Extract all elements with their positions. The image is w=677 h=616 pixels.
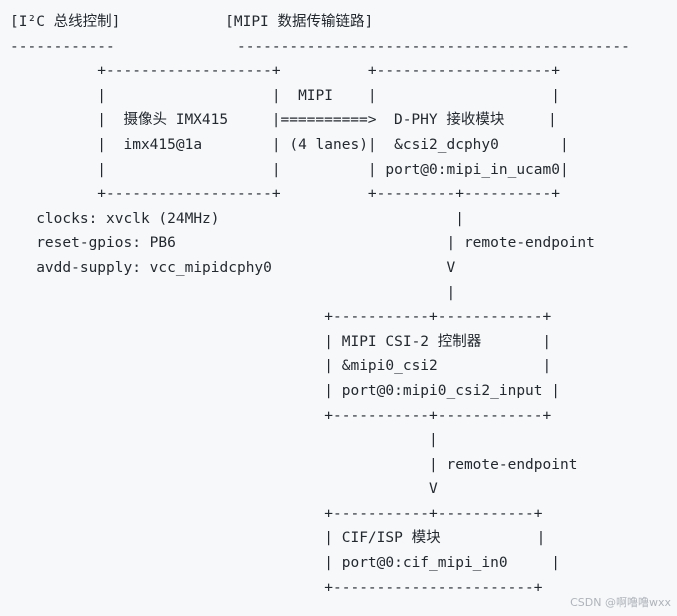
diagram-line-cif-title: | CIF/ISP 模块 | [10,530,546,547]
diagram-line-avdd-supply: avdd-supply: vcc_mipidcphy0 V [10,259,456,276]
diagram-line-camera-to-dphy: | 摄像头 IMX415 |==========> D-PHY 接收模块 | [10,112,557,129]
diagram-line-csi2-title: | MIPI CSI-2 控制器 | [10,333,552,350]
diagram-line-csi2-box-bottom: +-----------+------------+ [10,407,552,424]
diagram-line-cif-box-top: +-----------+-----------+ [10,505,543,522]
diagram-line-csi2-port: | port@0:mipi0_csi2_input | [10,382,560,399]
diagram-line-csi2-box-top: +-----------+------------+ [10,309,552,326]
diagram-line-clocks: clocks: xvclk (24MHz) | [10,210,464,227]
watermark: CSDN @啊噜噜wxx [570,596,671,609]
diagram-line-csi2-node: | &mipi0_csi2 | [10,358,552,375]
diagram-line-lanes: | imx415@1a | (4 lanes)| &csi2_dcphy0 | [10,136,569,153]
diagram-code-block: [I²C 总线控制] [MIPI 数据传输链路] ------------ ---… [10,10,630,600]
diagram-line-dphy-port: | | | port@0:mipi_in_ucam0| [10,161,569,178]
diagram-line-connector: | [10,432,438,449]
diagram-line-boxes-bottom: +-------------------+ +---------+-------… [10,186,560,203]
diagram-line-reset-gpios: reset-gpios: PB6 | remote-endpoint [10,235,595,252]
diagram-line-connector: | [10,284,456,301]
diagram-line-cif-box-bottom: +-----------------------+ [10,579,543,596]
diagram-line-mipi-label: | | MIPI | | [10,87,560,104]
diagram-line-arrow: V [10,481,438,498]
diagram-line-header-rule: ------------ ---------------------------… [10,38,630,55]
diagram-line-cif-port: | port@0:cif_mipi_in0 | [10,555,560,572]
diagram-line-header: [I²C 总线控制] [MIPI 数据传输链路] [10,14,374,30]
diagram-line-remote-endpoint: | remote-endpoint [10,456,578,473]
diagram-line-camera-box-top: +-------------------+ +-----------------… [10,63,560,80]
